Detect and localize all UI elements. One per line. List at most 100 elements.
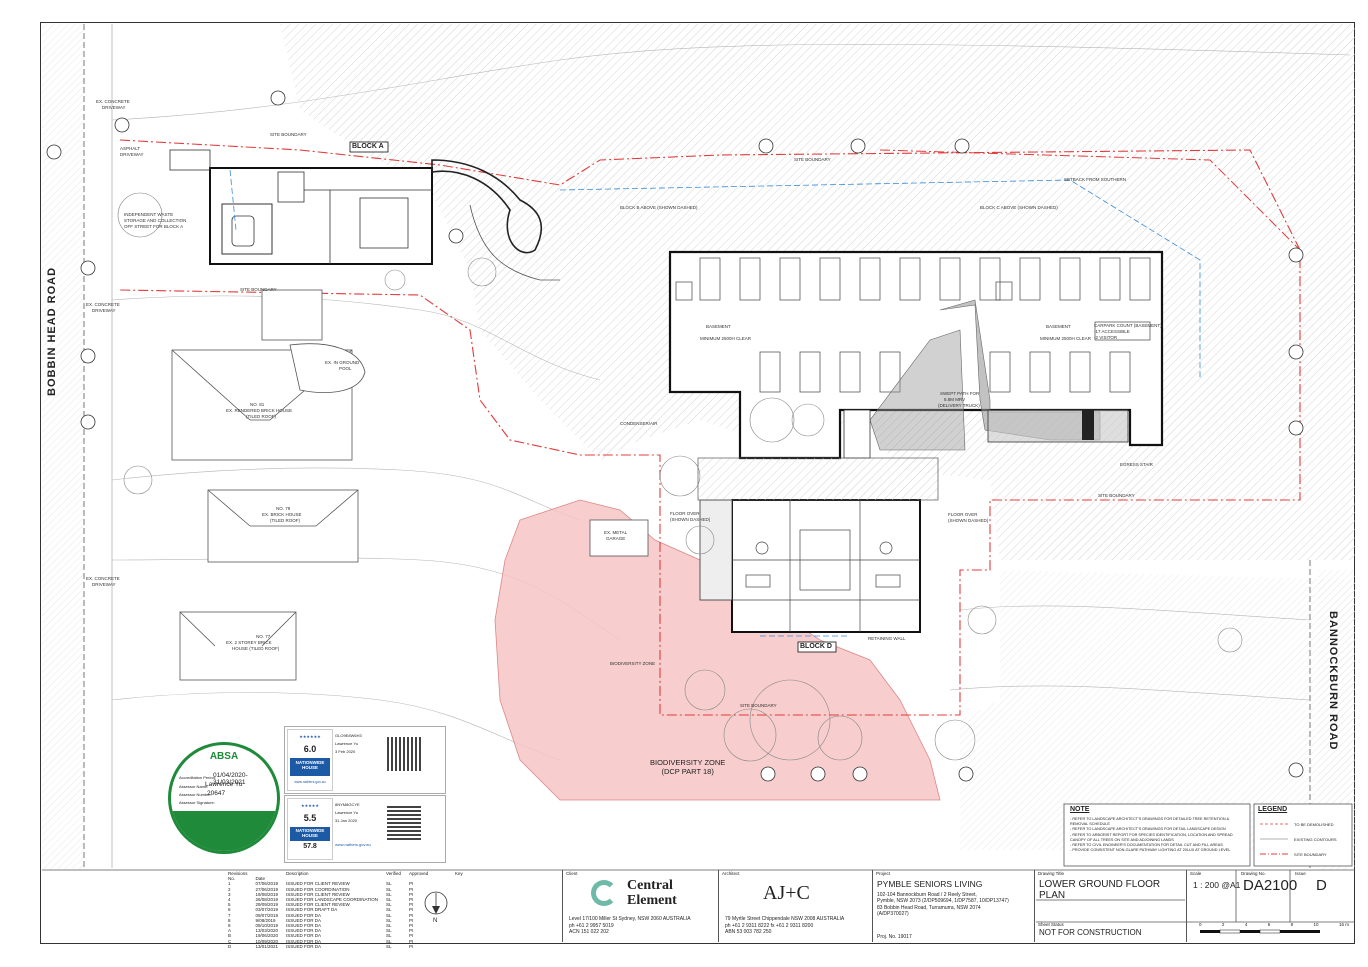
revision-cell: ISSUED FOR DA: [286, 943, 322, 949]
svg-text:DRIVEWAY: DRIVEWAY: [92, 308, 116, 313]
block-d-label: BLOCK D: [800, 643, 832, 650]
project-number: Proj. No. 19017: [877, 934, 912, 940]
nathers-url: www.nathers.gov.au: [335, 842, 371, 847]
nathers-star-badge: ★★★★★★ 6.0 NATIONWIDE HOUSE www.nathers.…: [287, 729, 333, 791]
block-d-plan: [697, 457, 939, 633]
revision-cell: ISSUED FOR DA: [286, 912, 322, 918]
drawing-title-cell: Drawing Title LOWER GROUND FLOOR PLAN Sh…: [1034, 870, 1187, 942]
revision-cell: A: [228, 928, 232, 934]
svg-text:SITE BOUNDARY: SITE BOUNDARY: [240, 287, 277, 292]
nathers-brand-bar: [290, 827, 330, 841]
client-name-line-2: Element: [627, 893, 677, 908]
legend-box: LEGEND TO BE DEMOLISHED EXISTING CONTOUR…: [1256, 805, 1352, 865]
client-acn: ACN 151 022 202: [569, 929, 609, 935]
svg-text:EX. CONCRETE: EX. CONCRETE: [96, 99, 130, 104]
svg-text:BASEMENT: BASEMENT: [706, 324, 731, 329]
svg-text:SITE BOUNDARY: SITE BOUNDARY: [794, 157, 831, 162]
svg-text:NO. 81: NO. 81: [250, 402, 265, 407]
svg-text:EX. METAL: EX. METAL: [604, 530, 628, 535]
existing-houses: [171, 289, 649, 681]
client-cell: Client Central Element Level 17/100 Mill…: [562, 870, 719, 942]
approved-header: Approved: [409, 871, 429, 876]
project-number-label: Proj. No.: [877, 934, 897, 940]
drawing-title-label: Drawing Title: [1038, 871, 1065, 876]
revision-cell: 8: [228, 917, 231, 923]
scale-bar: [1200, 929, 1320, 934]
architect-phone: ph +61 2 9311 8222 fx +61 2 9311 8200: [725, 922, 814, 929]
star-icon: ★★★★★: [301, 803, 319, 808]
revision-cell: PI: [409, 928, 414, 934]
assessor-number-label: Assessor Number:: [179, 792, 212, 797]
revision-cell: 03/07/2019: [255, 907, 279, 913]
svg-text:EX. 2 STOREY BRICK: EX. 2 STOREY BRICK: [226, 640, 272, 645]
svg-text:EX. RENDERED BRICK HOUSE: EX. RENDERED BRICK HOUSE: [226, 408, 292, 413]
scale-label: Scale: [1190, 871, 1202, 876]
revision-cell: PI: [409, 923, 414, 929]
note-box: NOTE - REFER TO LANDSCAPE ARCHITECT'S DR…: [1068, 805, 1248, 865]
nathers-url: www.nathers.gov.au: [294, 780, 326, 784]
revision-cell: PI: [409, 938, 414, 944]
scale-tick: 6: [1267, 922, 1271, 927]
note-title: NOTE: [1070, 806, 1090, 813]
nathers-brand: NATIONWIDE HOUSE: [295, 760, 325, 770]
site-boundary-line: [119, 139, 1301, 716]
revision-cell: ISSUED FOR CLIENT REVIEW: [286, 881, 350, 887]
svg-text:HOUSE (TILED ROOF): HOUSE (TILED ROOF): [232, 646, 280, 651]
block-a-label: BLOCK A: [352, 143, 384, 150]
absa-green-band: [171, 811, 277, 851]
svg-text:MINIMUM 2500H CLEAR: MINIMUM 2500H CLEAR: [1040, 336, 1092, 341]
title-block-frame: [42, 803, 1355, 923]
svg-text:FLOOR OVER: FLOOR OVER: [670, 511, 700, 516]
revision-cell: SL: [385, 897, 392, 903]
accreditation-period-label: Accreditation Period:: [179, 775, 216, 780]
revision-cell: 2: [228, 886, 231, 892]
revision-cell: 10/09/2020: [255, 938, 279, 944]
existing-contours: [111, 44, 1351, 761]
svg-text:DRIVEWAY: DRIVEWAY: [120, 152, 144, 157]
rev-no-header: No.: [228, 876, 236, 882]
client-name-line-1: Central: [627, 878, 673, 893]
description-header: Description: [286, 871, 309, 876]
revision-cell: ISSUED FOR CLIENT REVIEW: [286, 891, 350, 897]
absa-badge: ABSA Accreditation Period: 01/04/2020-31…: [168, 742, 280, 854]
svg-text:(SHOWN DASHED): (SHOWN DASHED): [670, 517, 711, 522]
svg-text:8.8M MRV: 8.8M MRV: [944, 397, 965, 402]
revision-cell: SL: [385, 902, 392, 908]
project-address: 102-104 Bannockburn Road / 2 Reely Stree…: [877, 892, 1009, 917]
assessor-name: Lawrence Yu: [205, 781, 243, 788]
verified-header: Verified: [385, 871, 401, 876]
note-item: - PROVIDE CONSISTENT NON-GLARE PATHWAY L…: [1070, 848, 1231, 853]
revision-cell: 19/08/2019: [255, 891, 279, 897]
scale-tick: 8: [1290, 922, 1294, 927]
svg-text:BIODIVERSITY ZONE: BIODIVERSITY ZONE: [610, 661, 655, 666]
svg-text:EGRESS STAIR: EGRESS STAIR: [1120, 462, 1154, 467]
svg-text:BLOCK C ABOVE (SHOWN DASHED): BLOCK C ABOVE (SHOWN DASHED): [980, 205, 1058, 210]
svg-text:(TILED ROOF): (TILED ROOF): [270, 518, 301, 523]
svg-text:BASEMENT: BASEMENT: [1046, 324, 1071, 329]
revision-cell: PI: [409, 897, 414, 903]
svg-text:SWEPT PATH FOR: SWEPT PATH FOR: [940, 391, 980, 396]
issue-value: D: [1316, 877, 1327, 894]
certificate-number: GLO9E8W6H3: [335, 733, 362, 738]
svg-text:NO. 79: NO. 79: [276, 506, 291, 511]
note-item: - REFER TO LANDSCAPE ARCHITECT'S DRAWING…: [1070, 827, 1226, 832]
svg-text:CONDENSER/AIR: CONDENSER/AIR: [620, 421, 658, 426]
svg-text:-17 ACCESSIBLE: -17 ACCESSIBLE: [1094, 329, 1130, 334]
revision-cell: PI: [409, 907, 414, 913]
certificate-date: 3 Feb 2020: [335, 749, 356, 754]
plan-annotations: EX. CONCRETE DRIVEWAY EX. CONCRETE DRIVEWA…: [86, 99, 1163, 708]
svg-text:EX. CONCRETE: EX. CONCRETE: [86, 576, 120, 581]
star-rating: 6.0: [303, 744, 317, 754]
architect-cell: Architect AJ+C 79 Myrtle Street Chippend…: [718, 870, 873, 942]
note-item: - REFER TO ARBORIST REPORT FOR SPECIES I…: [1070, 832, 1233, 842]
svg-text:RETAINING WALL: RETAINING WALL: [868, 636, 906, 641]
assessor-number: 20647: [207, 790, 226, 797]
star-rating: 5.5: [303, 813, 317, 823]
scale-bar-labels: 0 2 4 6 8 10 16 m: [1199, 922, 1349, 927]
ajc-logo: AJ+C: [763, 882, 810, 904]
revision-cell: 3: [228, 891, 231, 897]
